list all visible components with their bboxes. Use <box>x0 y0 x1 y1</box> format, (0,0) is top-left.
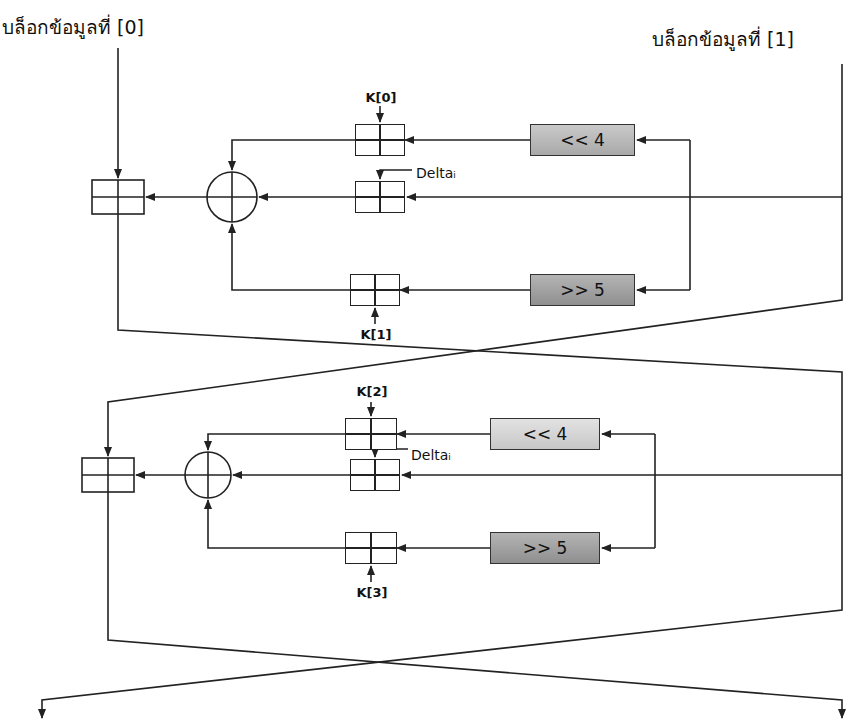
adder-box: K[3] <box>345 532 397 564</box>
shift-box: << 4 <box>490 418 600 450</box>
data-arrow <box>397 547 490 549</box>
adder-box: Deltaᵢ <box>350 459 400 491</box>
adder-box: K[1] <box>350 274 400 306</box>
adder-cross <box>351 474 399 476</box>
adder-cross <box>346 433 396 435</box>
adder-box: Deltaᵢ <box>355 181 405 213</box>
adder-box: K[0] <box>355 124 405 156</box>
data-arrow <box>405 139 530 141</box>
shift-label: >> 5 <box>523 538 568 558</box>
shift-box: >> 5 <box>530 274 635 306</box>
adder-cross <box>351 289 399 291</box>
xor-symbol <box>185 172 257 498</box>
key-label: K[2] <box>356 384 387 399</box>
adder-box: K[2] <box>345 418 397 450</box>
data-arrow <box>400 289 530 291</box>
shift-label: << 4 <box>560 130 605 150</box>
modular-adder <box>82 180 144 492</box>
block-label: บล็อกข้อมูลที่ [1] <box>652 24 794 54</box>
data-arrow <box>397 433 490 435</box>
key-label: Deltaᵢ <box>416 165 456 181</box>
key-label: K[3] <box>356 585 387 600</box>
block-label: บล็อกข้อมูลที่ [0] <box>2 12 144 42</box>
adder-cross <box>346 547 396 549</box>
shift-label: << 4 <box>523 424 568 444</box>
key-label: K[0] <box>365 90 396 105</box>
adder-cross <box>356 196 404 198</box>
shift-label: >> 5 <box>560 280 605 300</box>
key-label: Deltaᵢ <box>411 447 451 463</box>
shift-box: << 4 <box>530 124 635 156</box>
shift-box: >> 5 <box>490 532 600 564</box>
adder-cross <box>356 139 404 141</box>
key-label: K[1] <box>360 327 391 342</box>
